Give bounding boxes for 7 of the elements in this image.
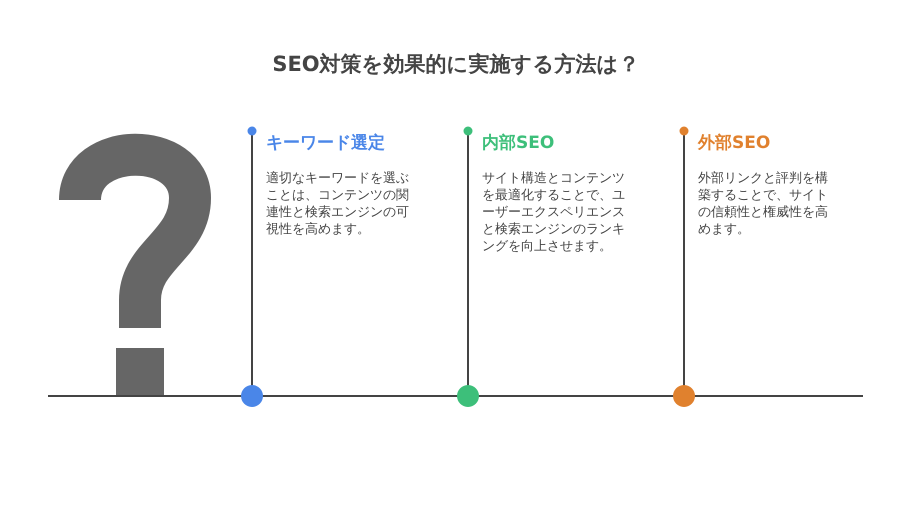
step-description: 外部リンクと評判を構築することで、サイトの信頼性と権威性を高めます。 [698,170,829,238]
step-description: サイト構造とコンテンツを最適化することで、ユーザーエクスペリエンスと検索エンジンのランキングを向上させます。 [482,170,626,255]
step-description: 適切なキーワードを選ぶことは、コンテンツの関連性と検索エンジンの可視性を高めます。 [266,170,410,238]
step-heading: 外部SEO [698,132,772,154]
title: SEO対策を効果的に実施する方法は？ [271,51,641,78]
step-heading: 内部SEO [482,132,556,154]
step-heading: キーワード選定 [266,132,386,154]
